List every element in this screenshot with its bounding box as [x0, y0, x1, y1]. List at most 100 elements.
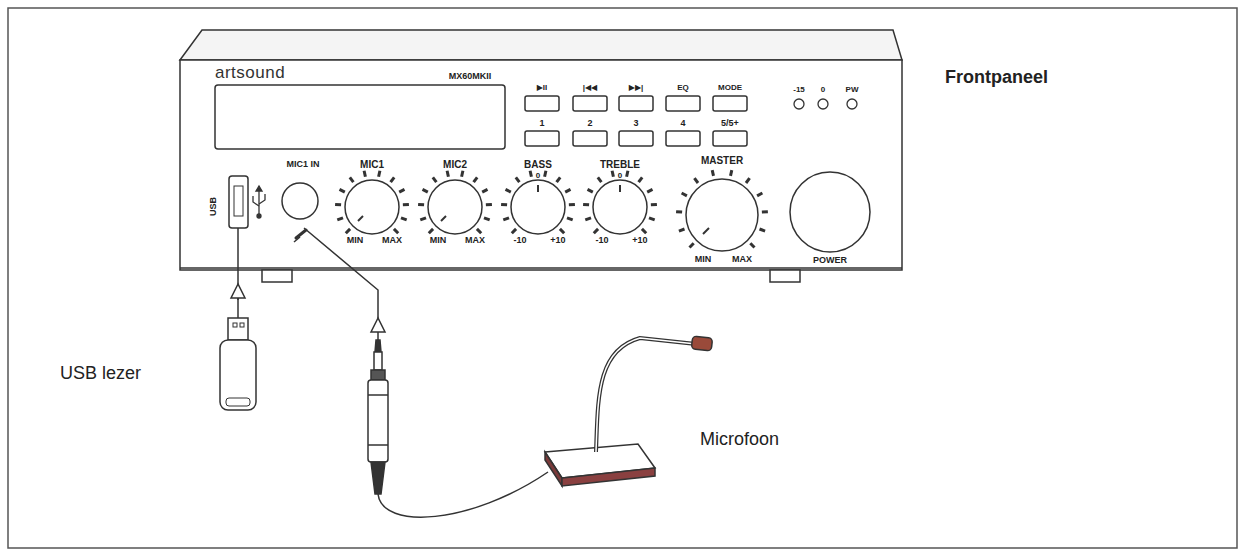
knob-tick — [482, 189, 487, 192]
scale-label: MAX — [465, 236, 485, 245]
usb-stick — [220, 228, 256, 410]
scale-label: 0 — [536, 172, 540, 180]
button-label: MODE — [718, 84, 742, 92]
housing — [180, 30, 902, 282]
power-button — [790, 172, 870, 252]
knob-label: TREBLE — [600, 160, 640, 170]
knob-tick — [694, 178, 698, 183]
knob-tick — [682, 193, 687, 196]
knob-tick — [512, 229, 516, 233]
knob-tick — [379, 171, 380, 177]
knob-tick — [486, 203, 492, 206]
usb-port — [229, 176, 248, 228]
button-label: 2 — [587, 119, 592, 128]
knob-pointers — [358, 185, 709, 234]
knob-tick — [503, 218, 509, 220]
knob-tick — [364, 171, 365, 177]
knob-tick — [403, 203, 409, 206]
knob-tick — [627, 171, 628, 177]
knob-tick — [585, 218, 591, 220]
mic-plug — [304, 228, 548, 517]
knob-tick — [346, 229, 350, 233]
button-label: ▶▶| — [629, 84, 644, 92]
knob-tick — [423, 189, 428, 192]
part-label: Microfoon — [700, 430, 779, 448]
knob-tick — [545, 171, 546, 177]
knob-tick — [598, 177, 602, 182]
knob-tick — [649, 218, 655, 220]
button-label: 3 — [633, 119, 638, 128]
knob-tick — [750, 243, 754, 247]
knob-tick — [477, 229, 481, 233]
knob-tick — [594, 229, 598, 233]
buttons — [525, 96, 747, 146]
knob-tick — [447, 171, 448, 177]
knob-tick — [567, 218, 573, 220]
port-label: MIC1 IN — [286, 160, 319, 169]
knob-tick — [676, 210, 682, 213]
button-label: EQ — [677, 84, 689, 92]
knob-ticks — [335, 170, 768, 247]
knob-tick — [484, 218, 490, 220]
knob-tick — [462, 171, 463, 177]
knob-tick — [474, 177, 478, 182]
port-label: USB — [209, 197, 218, 216]
knob-tick — [647, 189, 652, 192]
led-label: 0 — [821, 86, 825, 94]
usb-symbol — [253, 186, 265, 218]
knob-tick — [760, 229, 766, 231]
knob-tick — [420, 218, 426, 220]
knob-tick — [391, 177, 395, 182]
scale-label: -10 — [513, 236, 526, 245]
scale-label: 0 — [618, 172, 622, 180]
knob-tick — [583, 203, 589, 206]
knob-tick — [731, 170, 732, 176]
knob-tick — [612, 171, 613, 177]
knob-tick — [679, 229, 685, 231]
knob-tick — [560, 229, 564, 233]
leds — [794, 99, 857, 109]
knob-tick — [350, 177, 354, 182]
knob-tick — [651, 203, 657, 206]
knob-tick — [429, 229, 433, 233]
knob-tick — [565, 189, 570, 192]
knob-label: MIC2 — [443, 160, 467, 170]
knob-tick — [394, 229, 398, 233]
scale-label: +10 — [632, 236, 647, 245]
knob-tick — [588, 189, 593, 192]
knob-tick — [335, 203, 341, 206]
mic-icon — [294, 230, 306, 242]
scale-label: MAX — [382, 236, 402, 245]
knob-label: BASS — [524, 160, 552, 170]
scale-label: MIN — [347, 236, 364, 245]
knob-tick — [557, 177, 561, 182]
knob-tick — [501, 203, 507, 206]
knob-tick — [762, 210, 768, 213]
led-label: PW — [846, 86, 859, 94]
knob-tick — [516, 177, 520, 182]
knob-tick — [399, 189, 404, 192]
knobs — [345, 179, 758, 251]
knob-tick — [690, 243, 694, 247]
button-label: 1 — [539, 119, 544, 128]
power-label: POWER — [813, 256, 847, 265]
knob-tick — [569, 203, 575, 206]
panel-title: Frontpaneel — [945, 68, 1048, 86]
knob-tick — [401, 218, 407, 220]
scale-label: -10 — [595, 236, 608, 245]
part-label: USB lezer — [60, 364, 141, 382]
knob-tick — [340, 189, 345, 192]
scale-label: MIN — [430, 236, 447, 245]
knob-label: MASTER — [701, 156, 743, 166]
microphone — [545, 336, 713, 486]
knob-tick — [757, 193, 762, 196]
knob-tick — [418, 203, 424, 206]
knob-tick — [506, 189, 511, 192]
knob-tick — [746, 178, 750, 183]
knob-tick — [530, 171, 531, 177]
usb-port-inner — [234, 186, 243, 216]
scale-label: +10 — [550, 236, 565, 245]
knob-tick — [642, 229, 646, 233]
button-label: 5/5+ — [721, 119, 739, 128]
